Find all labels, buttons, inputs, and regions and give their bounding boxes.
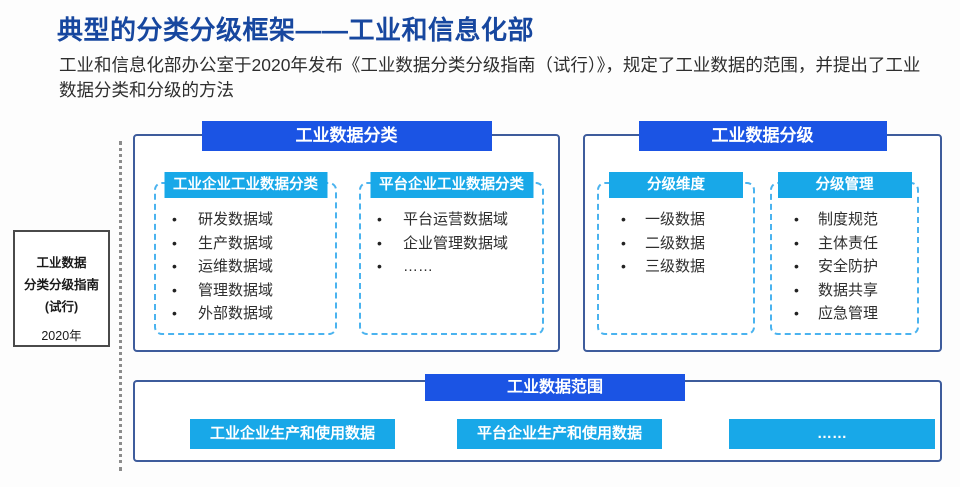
source-document-card: 工业数据 分类分级指南 (试行) 2020年 (13, 230, 110, 347)
list-item: 研发数据域 (156, 208, 335, 232)
scope-item-platform-enterprise-data: 平台企业生产和使用数据 (457, 419, 662, 449)
list-item: 一级数据 (599, 208, 753, 232)
list-item: 外部数据域 (156, 302, 335, 326)
platform-enterprise-classification-group: 平台企业工业数据分类 平台运营数据域 企业管理数据域 …… (359, 172, 544, 335)
grading-management-group: 分级管理 制度规范 主体责任 安全防护 数据共享 应急管理 (770, 172, 919, 335)
source-doc-year: 2020年 (41, 329, 82, 343)
grading-dimension-group: 分级维度 一级数据 二级数据 三级数据 (597, 172, 755, 335)
scope-panel: 工业数据范围 工业企业生产和使用数据 平台企业生产和使用数据 …… (133, 374, 942, 462)
dotted-divider (119, 141, 122, 471)
list-item: 应急管理 (772, 302, 917, 326)
list-item: 生产数据域 (156, 232, 335, 256)
platform-enterprise-items: 平台运营数据域 企业管理数据域 …… (361, 184, 542, 279)
scope-item-industrial-enterprise-data: 工业企业生产和使用数据 (190, 419, 395, 449)
list-item: 主体责任 (772, 232, 917, 256)
group-title-platform-enterprise: 平台企业工业数据分类 (370, 172, 533, 198)
grading-panel-title: 工业数据分级 (638, 121, 887, 151)
grading-panel: 工业数据分级 分级维度 一级数据 二级数据 三级数据 分级管理 制度规范 主体责… (583, 121, 942, 352)
list-item: 制度规范 (772, 208, 917, 232)
source-doc-line-3: (试行) (44, 300, 79, 314)
list-item: 数据共享 (772, 279, 917, 303)
industrial-enterprise-classification-group: 工业企业工业数据分类 研发数据域 生产数据域 运维数据域 管理数据域 外部数据域 (154, 172, 337, 335)
list-item: 运维数据域 (156, 255, 335, 279)
scope-panel-title: 工业数据范围 (425, 374, 685, 401)
list-item: 企业管理数据域 (361, 232, 542, 256)
list-item: 安全防护 (772, 255, 917, 279)
list-item: 三级数据 (599, 255, 753, 279)
scope-item-ellipsis: …… (729, 419, 935, 449)
classification-panel: 工业数据分类 工业企业工业数据分类 研发数据域 生产数据域 运维数据域 管理数据… (133, 121, 560, 352)
list-item: …… (361, 255, 542, 279)
group-title-grading-management: 分级管理 (777, 172, 912, 198)
list-item: 平台运营数据域 (361, 208, 542, 232)
grading-management-items: 制度规范 主体责任 安全防护 数据共享 应急管理 (772, 184, 917, 326)
classification-panel-title: 工业数据分类 (201, 121, 492, 151)
list-item: 二级数据 (599, 232, 753, 256)
source-doc-line-1: 工业数据 (36, 256, 87, 270)
group-title-industrial-enterprise: 工业企业工业数据分类 (164, 172, 327, 198)
grading-dimension-items: 一级数据 二级数据 三级数据 (599, 184, 753, 279)
page-title: 典型的分类分级框架——工业和信息化部 (57, 15, 535, 45)
industrial-enterprise-items: 研发数据域 生产数据域 运维数据域 管理数据域 外部数据域 (156, 184, 335, 326)
list-item: 管理数据域 (156, 279, 335, 303)
page-subtitle: 工业和信息化部办公室于2020年发布《工业数据分类分级指南（试行）》，规定了工业… (59, 55, 921, 100)
group-title-grading-dimension: 分级维度 (609, 172, 743, 198)
source-doc-line-2: 分类分级指南 (23, 278, 99, 292)
